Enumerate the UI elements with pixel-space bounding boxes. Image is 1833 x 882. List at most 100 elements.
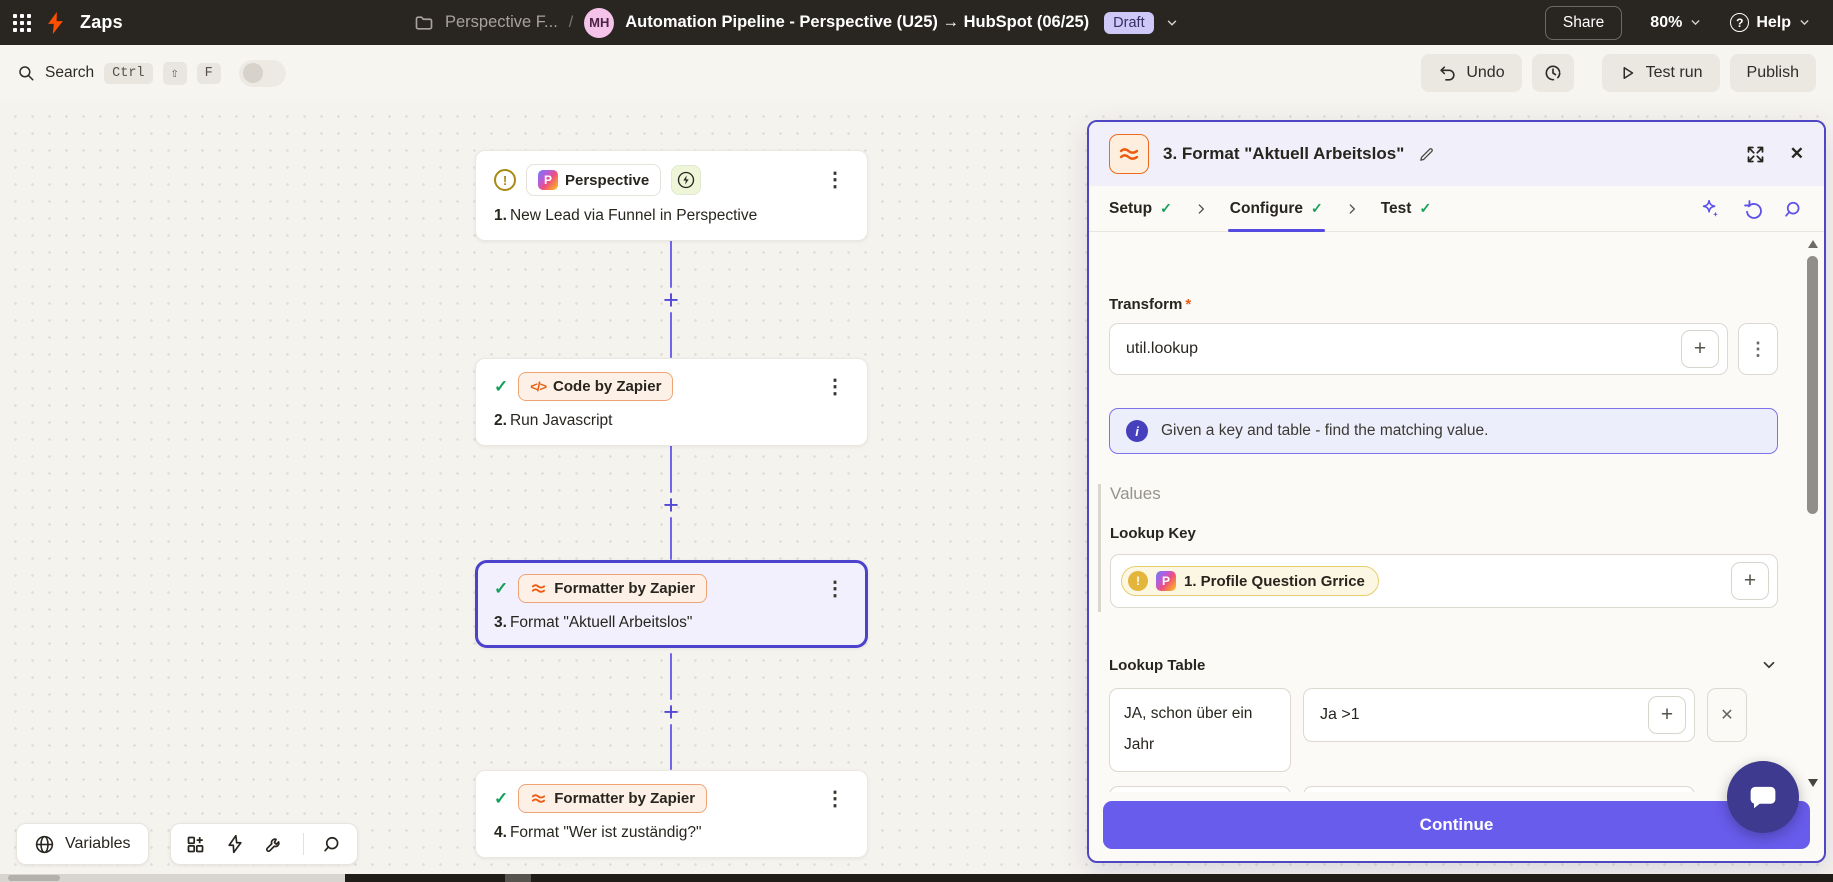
tab-configure[interactable]: Configure ✓ — [1227, 186, 1325, 232]
app-badge-code[interactable]: </> Code by Zapier — [518, 372, 674, 401]
avatar[interactable]: MH — [584, 7, 615, 38]
zap-title[interactable]: Automation Pipeline - Perspective (U25) … — [625, 13, 1090, 31]
step-menu-kebab-icon[interactable]: ⋮ — [825, 375, 845, 398]
panel-footer: Continue — [1092, 792, 1821, 858]
step-card-3[interactable]: ✓ Formatter by Zapier ⋮ 3.Format "Aktuel… — [475, 560, 868, 648]
undo-button[interactable]: Undo — [1421, 54, 1522, 92]
app-name: Code by Zapier — [553, 378, 662, 395]
tab-setup[interactable]: Setup ✓ — [1109, 199, 1172, 217]
remove-row-icon[interactable]: ✕ — [1707, 688, 1747, 742]
expand-icon[interactable] — [1745, 144, 1766, 165]
edit-pencil-icon[interactable] — [1418, 146, 1435, 163]
step-card-2[interactable]: ✓ </> Code by Zapier ⋮ 2.Run Javascript — [475, 358, 868, 446]
key-f: F — [196, 62, 221, 84]
step-card-4[interactable]: ✓ Formatter by Zapier ⋮ 4.Format "Wer is… — [475, 770, 868, 858]
app-badge-formatter[interactable]: Formatter by Zapier — [518, 574, 708, 603]
insert-data-plus-icon[interactable]: + — [1731, 562, 1769, 600]
step-title: 2.Run Javascript — [494, 412, 613, 429]
chevron-down-icon — [1798, 16, 1811, 29]
refresh-icon[interactable] — [1742, 198, 1763, 219]
publish-button[interactable]: Publish — [1729, 54, 1816, 92]
value-text: Ja >1 — [1320, 706, 1360, 723]
lightning-icon[interactable] — [225, 834, 245, 854]
lookup-key-input[interactable]: ! P 1. Profile Question Grrice + — [1110, 554, 1778, 608]
zoom-level-control[interactable]: 80% — [1650, 14, 1702, 32]
variables-button[interactable]: Variables — [16, 823, 149, 865]
info-banner: i Given a key and table - find the match… — [1109, 408, 1778, 454]
connector-line — [670, 312, 672, 358]
scrollbar-thumb[interactable] — [1807, 256, 1818, 514]
app-badge-perspective[interactable]: P Perspective — [526, 164, 662, 196]
help-menu[interactable]: ? Help — [1730, 13, 1811, 32]
lookup-table-key-input[interactable]: JA, schon über ein Jahr — [1109, 688, 1291, 772]
page-title: Zaps — [80, 12, 123, 32]
connector-line — [670, 517, 672, 560]
step-menu-kebab-icon[interactable]: ⋮ — [825, 169, 845, 191]
panel-body: Transform* util.lookup + ⋮ i Given a key… — [1089, 232, 1824, 861]
chat-launcher-button[interactable] — [1727, 761, 1799, 833]
step-menu-kebab-icon[interactable]: ⋮ — [825, 787, 845, 810]
formatter-squiggle-icon — [530, 580, 547, 597]
token-label: 1. Profile Question Grrice — [1184, 572, 1365, 590]
step-title: 3.Format "Aktuell Arbeitslos" — [494, 614, 693, 631]
close-icon[interactable]: ✕ — [1789, 144, 1804, 163]
formatter-squiggle-icon — [530, 790, 547, 807]
app-badge-formatter[interactable]: Formatter by Zapier — [518, 784, 708, 813]
check-icon: ✓ — [494, 578, 509, 598]
insert-data-plus-icon[interactable]: + — [1648, 696, 1686, 734]
wrench-icon[interactable] — [264, 834, 284, 854]
zoom-search-icon[interactable] — [323, 834, 343, 854]
search-control[interactable]: Search Ctrl ⇧ F — [17, 59, 286, 87]
screen-edge — [345, 874, 1833, 882]
app-launcher-icon[interactable] — [13, 13, 31, 32]
insert-data-plus-icon[interactable]: + — [1681, 330, 1719, 368]
collapse-chevron-icon[interactable] — [1760, 656, 1778, 674]
warning-icon: ! — [1128, 571, 1148, 591]
help-icon: ? — [1730, 13, 1750, 32]
step-card-1[interactable]: ! P Perspective ⋮ 1.New Lead via Funnel … — [475, 150, 868, 241]
scroll-up-arrow[interactable] — [1808, 240, 1818, 248]
connector-line — [670, 445, 672, 493]
panel-scrollbar[interactable] — [1806, 238, 1819, 787]
help-label: Help — [1756, 13, 1791, 31]
hscrollbar-thumb[interactable] — [8, 875, 60, 881]
trigger-lightning-icon — [671, 165, 702, 195]
info-text: Given a key and table - find the matchin… — [1161, 422, 1489, 439]
grid-add-icon[interactable] — [185, 834, 206, 855]
tab-test[interactable]: Test ✓ — [1380, 199, 1432, 217]
toggle-switch[interactable] — [238, 59, 286, 87]
lookup-table-label: Lookup Table — [1109, 656, 1206, 674]
add-step-button[interactable]: + — [663, 697, 679, 727]
mapped-field-token[interactable]: ! P 1. Profile Question Grrice — [1121, 566, 1379, 596]
history-button[interactable] — [1531, 54, 1574, 92]
breadcrumb-folder[interactable]: Perspective F... — [445, 13, 558, 31]
canvas-tools — [170, 823, 358, 865]
chevron-down-icon[interactable] — [1165, 16, 1179, 30]
field-search-icon[interactable] — [1784, 199, 1804, 219]
transform-input[interactable]: util.lookup + — [1109, 323, 1728, 375]
field-options-kebab-icon[interactable]: ⋮ — [1738, 323, 1778, 375]
share-button[interactable]: Share — [1544, 5, 1623, 40]
check-icon: ✓ — [1160, 200, 1172, 216]
zoom-level-value: 80% — [1650, 13, 1683, 31]
step-menu-kebab-icon[interactable]: ⋮ — [825, 577, 845, 600]
add-step-button[interactable]: + — [663, 285, 679, 315]
lookup-key-label: Lookup Key — [1110, 525, 1196, 542]
ai-sparkle-icon[interactable] — [1699, 198, 1721, 220]
step-title: 4.Format "Wer ist zuständig?" — [494, 824, 702, 841]
app-name: Perspective — [565, 171, 650, 189]
continue-button[interactable]: Continue — [1103, 801, 1810, 849]
search-label: Search — [45, 64, 95, 81]
perspective-logo-icon: P — [538, 170, 558, 190]
scroll-down-arrow[interactable] — [1808, 779, 1818, 787]
app-name: Formatter by Zapier — [554, 580, 696, 597]
lookup-table-value-input[interactable]: Ja >1 + — [1303, 688, 1695, 742]
add-step-button[interactable]: + — [663, 490, 679, 520]
test-run-button[interactable]: Test run — [1601, 54, 1720, 92]
check-icon: ✓ — [1310, 200, 1323, 216]
check-icon: ✓ — [494, 788, 509, 808]
transform-value: util.lookup — [1126, 340, 1199, 357]
bottom-scroll-strip[interactable] — [0, 874, 1833, 882]
lookup-table-row: JA, schon über ein Jahr Ja >1 + ✕ — [1109, 688, 1778, 772]
